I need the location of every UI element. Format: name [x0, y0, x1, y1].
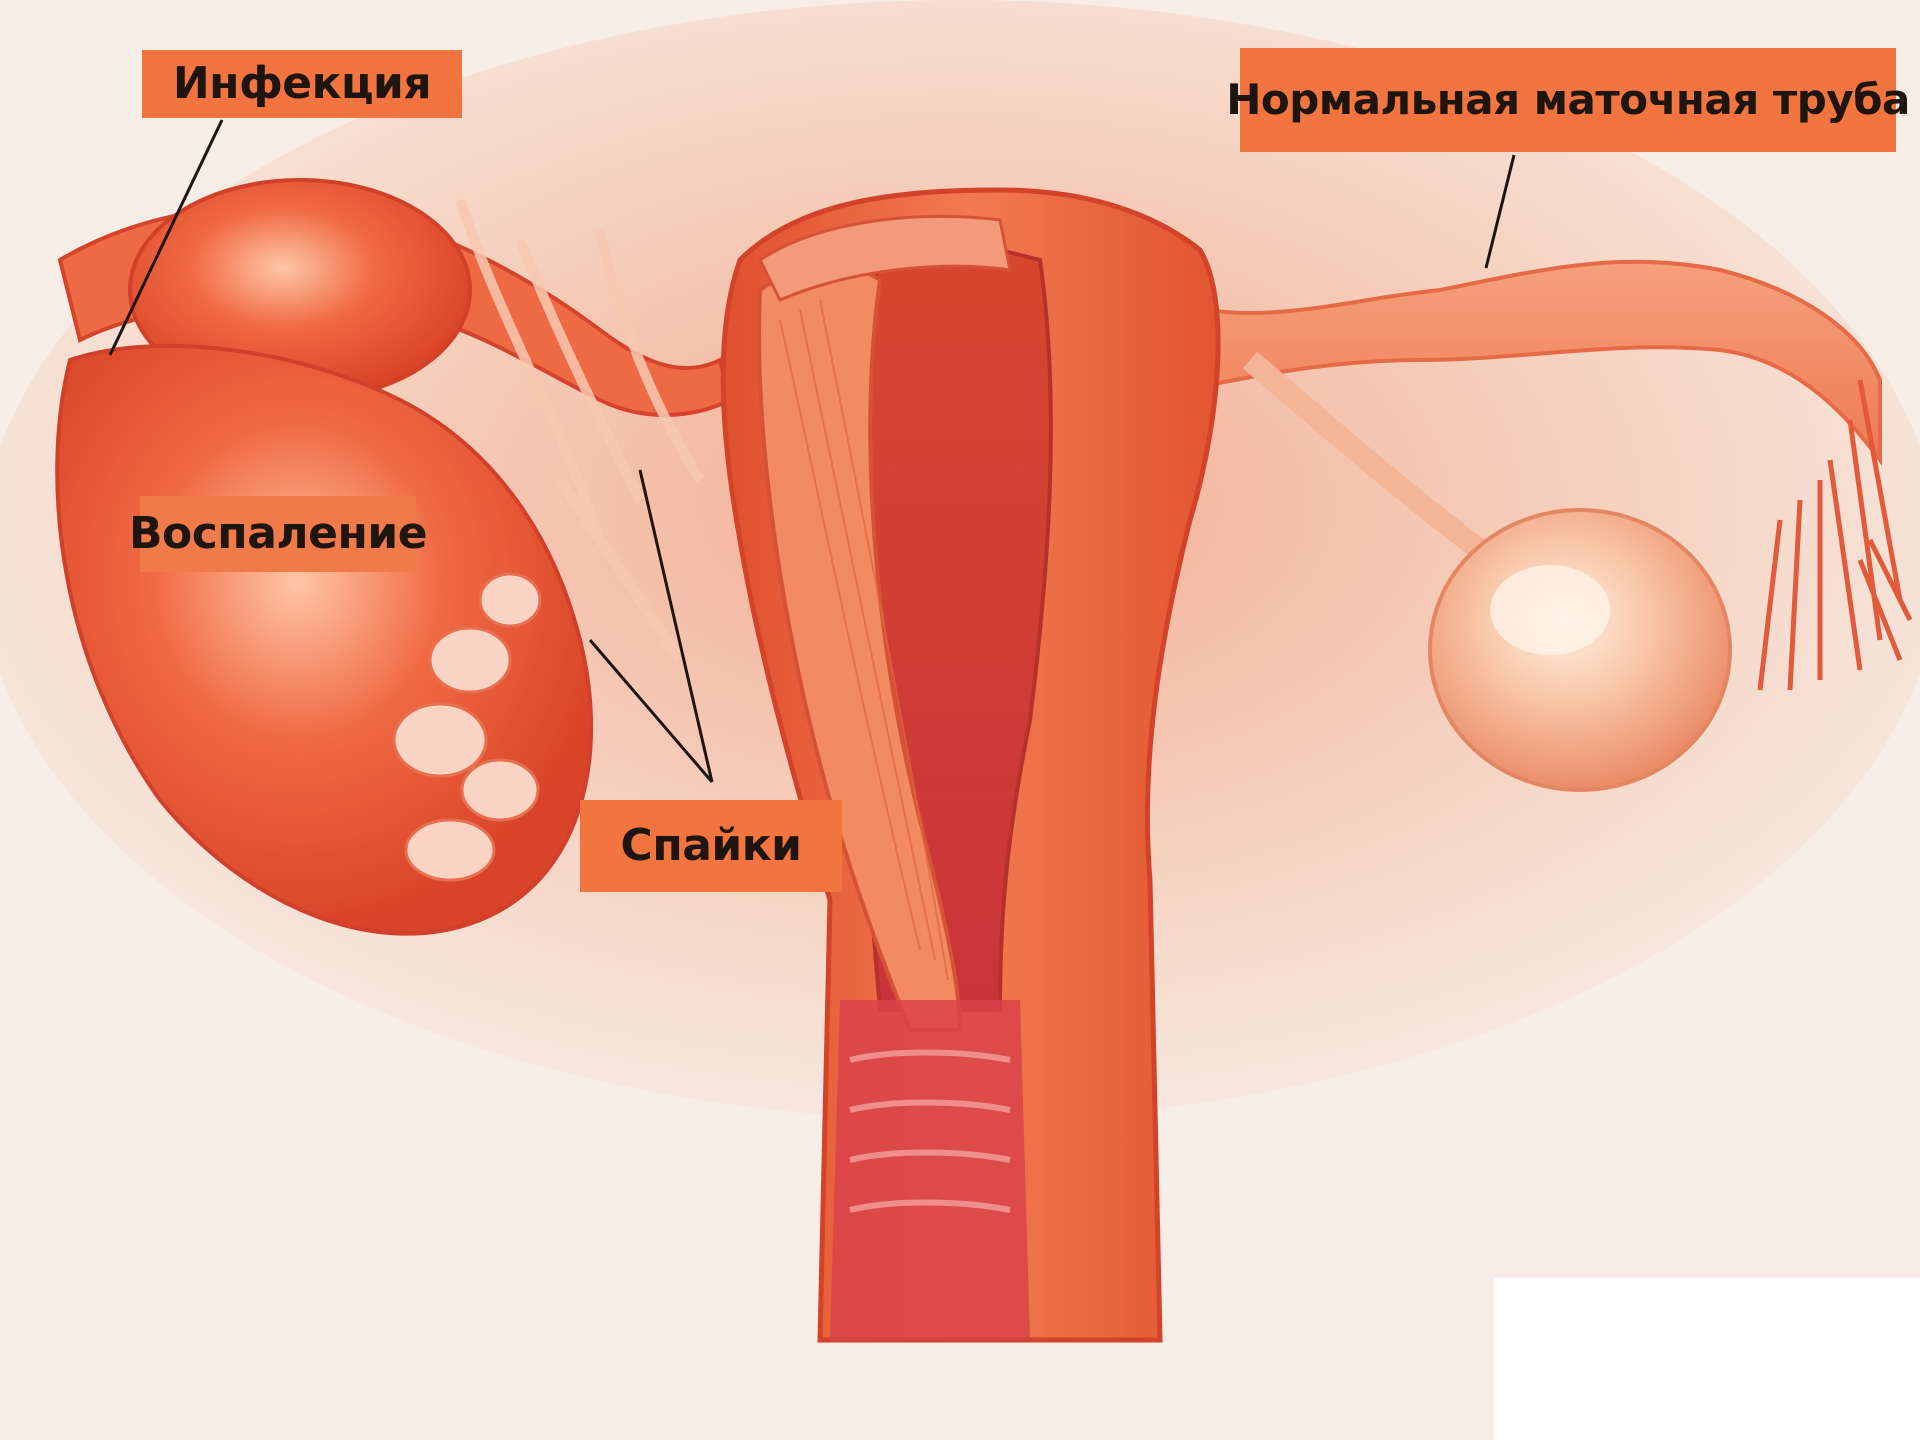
right-ovary: [1430, 510, 1730, 790]
label-infection: Инфекция: [142, 50, 462, 118]
blank-corner-patch: [1494, 1278, 1920, 1440]
label-inflammation: Воспаление: [140, 496, 416, 572]
right-ovary-highlight: [1490, 565, 1610, 655]
label-normal-fallopian-tube: Нормальная маточная труба: [1240, 48, 1896, 152]
label-adhesions: Спайки: [580, 800, 842, 892]
